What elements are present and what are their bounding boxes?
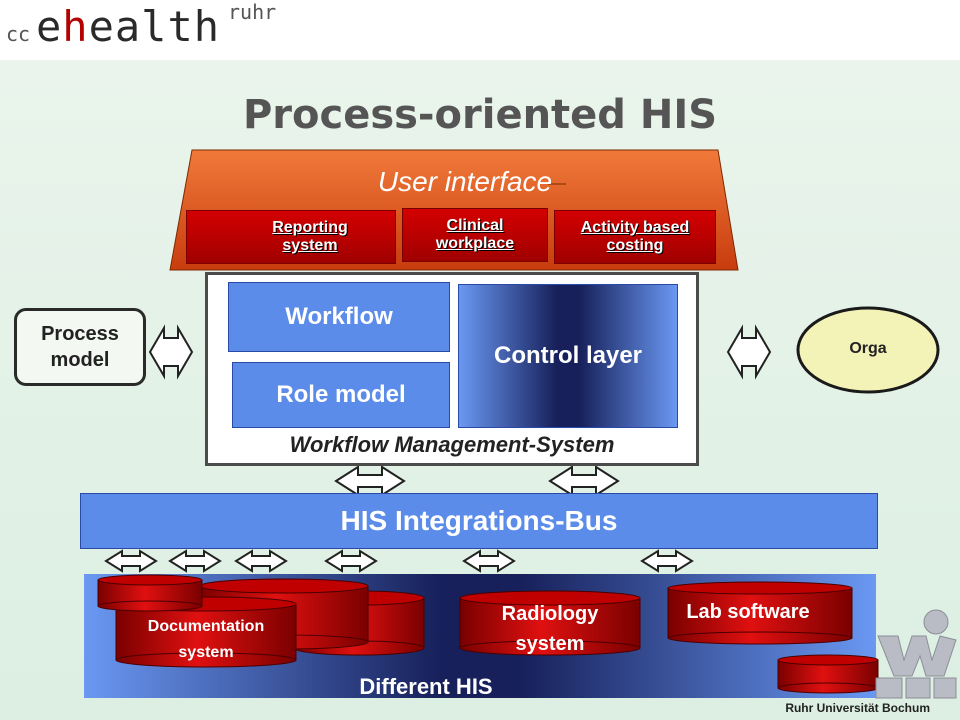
logo-h: h [62, 2, 89, 51]
orga-arrow [726, 324, 772, 380]
different-his-label: Different HIS [359, 674, 493, 699]
role-model-box: Role model [232, 362, 450, 428]
documentation-system-label: Documentation system [116, 612, 296, 668]
process-model-line1: Process [41, 323, 119, 345]
page-title: Process-oriented HIS [242, 92, 718, 138]
cylinder-radiology [459, 590, 641, 656]
process-model-line2: model [50, 349, 110, 371]
cylinder-small-top [97, 574, 203, 612]
process-model-box: Process model [14, 308, 146, 386]
his-integrations-bus: HIS Integrations-Bus [80, 493, 878, 549]
wms-bus-arrows [334, 465, 620, 497]
logo-prefix: cc [6, 22, 31, 46]
activity-line1: Activity based [580, 219, 690, 236]
reporting-line2: system [282, 237, 338, 254]
process-model-arrow [148, 324, 194, 380]
documentation-line1: Documentation [147, 618, 265, 635]
clinical-line2: workplace [435, 235, 515, 252]
logo-rest: ealth [88, 2, 221, 51]
workflow-box: Workflow [228, 282, 450, 352]
clinical-line1: Clinical [446, 217, 504, 234]
radiology-system-label: Radiology system [460, 600, 640, 658]
logo: cc ehealth ruhr [0, 0, 960, 60]
radiology-line2: system [515, 633, 585, 655]
orga-ellipse [796, 306, 940, 394]
footer-text: Ruhr Universität Bochum [785, 701, 930, 715]
activity-line2: costing [606, 237, 664, 254]
lab-software-label: Lab software [686, 601, 810, 623]
wms-label: Workflow Management-System [289, 432, 615, 457]
documentation-line2: system [178, 644, 234, 661]
cylinder-small-bottom [777, 654, 879, 694]
logo-main: ehealth [36, 2, 220, 51]
logo-e: e [36, 2, 63, 51]
radiology-line1: Radiology [501, 603, 599, 625]
user-interface-label: User interface [377, 166, 553, 197]
logo-suffix: ruhr [228, 0, 277, 24]
orga-label: Orga [849, 340, 887, 357]
control-layer-box: Control layer [458, 284, 678, 428]
rub-logo [875, 609, 957, 699]
bus-his-arrows [104, 549, 694, 573]
reporting-line1: Reporting [272, 219, 348, 236]
cylinder-lab [667, 581, 853, 645]
